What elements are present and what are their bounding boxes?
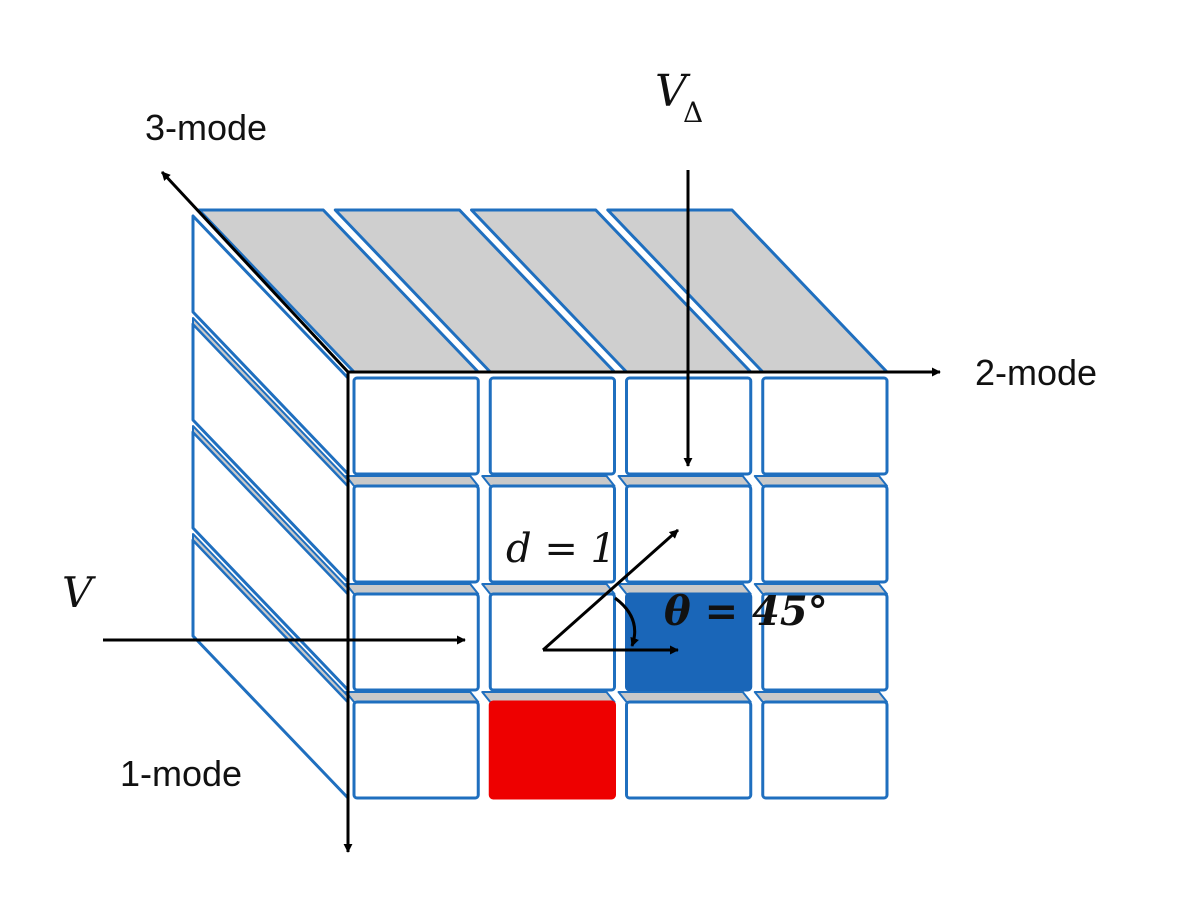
tensor-cell xyxy=(761,376,889,476)
tensor-cell xyxy=(352,592,480,692)
front-face-cells xyxy=(345,376,889,800)
angle-label: θ = 45° xyxy=(664,588,828,635)
tensor-cell xyxy=(761,700,889,800)
vector-arrows xyxy=(103,170,693,655)
tensor-cell xyxy=(352,700,480,800)
mode1-label: 1-mode xyxy=(120,753,242,794)
diagonal-distance-arrow xyxy=(542,528,679,652)
side-face-strips xyxy=(191,214,350,800)
v-label: V xyxy=(62,568,96,617)
tensor-cell xyxy=(352,484,480,584)
distance-label: d = 1 xyxy=(506,526,616,572)
highlight-cell-v-delta xyxy=(625,592,753,692)
mode3-axis-arrow xyxy=(160,170,350,374)
tensor-cell xyxy=(488,376,616,476)
v-delta-subscript: Δ xyxy=(683,96,703,129)
mode2-label: 2-mode xyxy=(975,352,1097,393)
tensor-cell xyxy=(761,484,889,584)
highlight-cell-v xyxy=(488,700,616,800)
axes xyxy=(160,170,941,853)
v-delta-label: V xyxy=(655,66,691,117)
tensor-cell xyxy=(761,592,889,692)
tensor-cell xyxy=(625,700,753,800)
tensor-cell xyxy=(625,484,753,584)
tensor-cell xyxy=(488,484,616,584)
mode3-label: 3-mode xyxy=(145,107,267,148)
angle-arc xyxy=(614,596,639,647)
tensor-cell xyxy=(352,376,480,476)
